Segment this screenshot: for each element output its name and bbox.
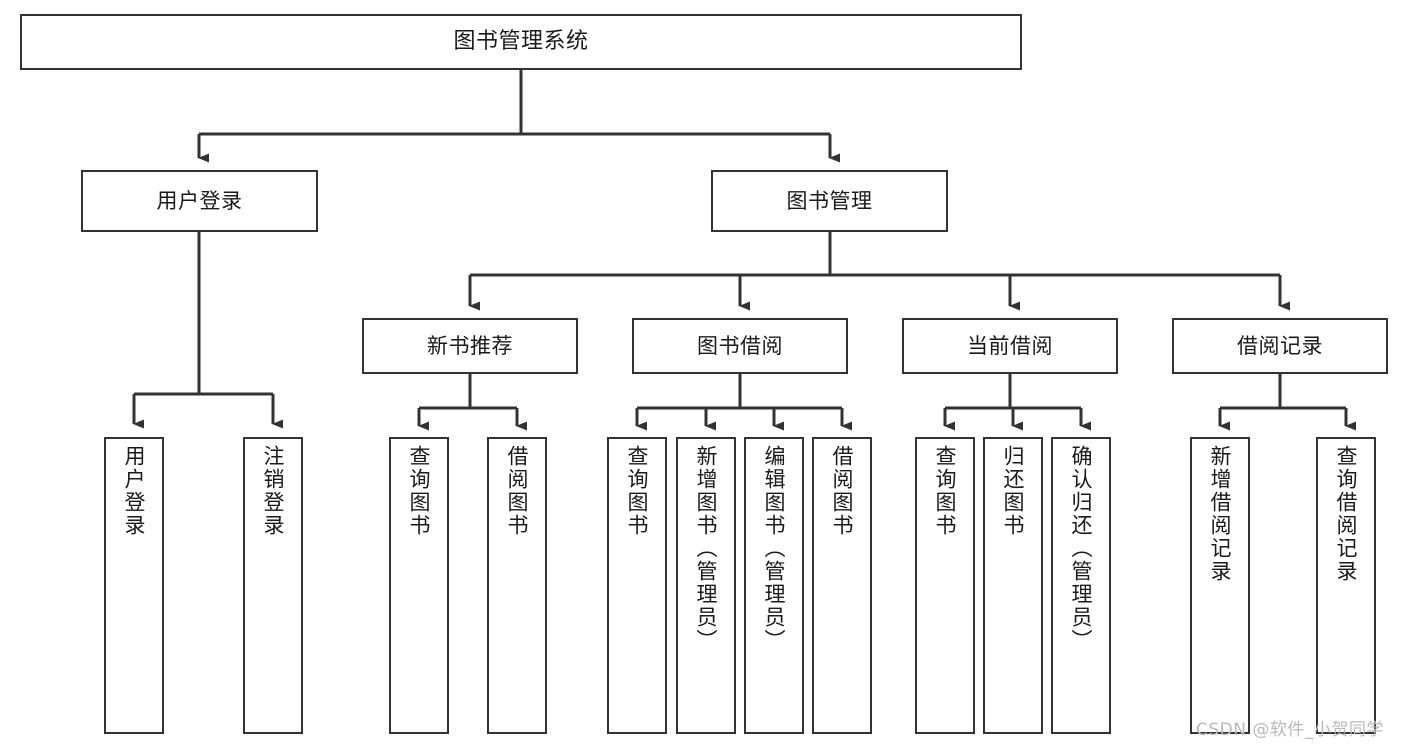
- node-leaf-add-book-admin[interactable]: 新增图书（管理员）: [676, 437, 736, 734]
- node-leaf-borrow-book-new[interactable]: 借阅图书: [487, 437, 547, 734]
- node-leaf-borrow-book-label: 借阅图书: [830, 445, 855, 537]
- node-book-manage[interactable]: 图书管理: [711, 170, 948, 232]
- node-leaf-return-book-label: 归还图书: [1001, 445, 1026, 537]
- node-book-manage-label: 图书管理: [786, 188, 873, 213]
- node-leaf-borrow-book[interactable]: 借阅图书: [812, 437, 872, 734]
- node-leaf-query-borrow-record[interactable]: 查询借阅记录: [1316, 437, 1376, 734]
- node-leaf-user-login-label: 用户登录: [122, 445, 147, 537]
- node-leaf-query-book-current[interactable]: 查询图书: [915, 437, 975, 734]
- node-leaf-add-borrow-record-label: 新增借阅记录: [1208, 445, 1233, 583]
- node-root-label: 图书管理系统: [453, 29, 589, 55]
- csdn-watermark: CSDN @软件_小贺同学: [1196, 720, 1384, 740]
- node-new-book-recommend-label: 新书推荐: [427, 333, 513, 358]
- node-leaf-confirm-return-admin[interactable]: 确认归还（管理员）: [1051, 437, 1111, 734]
- node-new-book-recommend[interactable]: 新书推荐: [362, 318, 578, 374]
- node-leaf-query-book-new-label: 查询图书: [407, 445, 432, 537]
- node-leaf-user-login[interactable]: 用户登录: [104, 437, 164, 734]
- node-leaf-query-book-borrow-label: 查询图书: [625, 445, 650, 537]
- node-borrow-record[interactable]: 借阅记录: [1172, 318, 1388, 374]
- node-leaf-add-book-admin-label: 新增图书（管理员）: [694, 445, 719, 652]
- node-current-borrow[interactable]: 当前借阅: [902, 318, 1118, 374]
- node-leaf-edit-book-admin[interactable]: 编辑图书（管理员）: [744, 437, 804, 734]
- node-leaf-edit-book-admin-label: 编辑图书（管理员）: [762, 445, 787, 652]
- node-leaf-confirm-return-admin-label: 确认归还（管理员）: [1069, 445, 1094, 652]
- node-leaf-user-logout-label: 注销登录: [261, 445, 286, 537]
- node-borrow-record-label: 借阅记录: [1237, 333, 1323, 358]
- node-leaf-add-borrow-record[interactable]: 新增借阅记录: [1190, 437, 1250, 734]
- node-current-borrow-label: 当前借阅: [967, 333, 1053, 358]
- node-leaf-query-book-borrow[interactable]: 查询图书: [607, 437, 667, 734]
- node-leaf-query-book-new[interactable]: 查询图书: [389, 437, 449, 734]
- node-book-borrow[interactable]: 图书借阅: [632, 318, 848, 374]
- node-leaf-return-book[interactable]: 归还图书: [983, 437, 1043, 734]
- node-book-borrow-label: 图书借阅: [697, 333, 783, 358]
- node-leaf-query-book-current-label: 查询图书: [933, 445, 958, 537]
- node-leaf-borrow-book-new-label: 借阅图书: [505, 445, 530, 537]
- node-user-login[interactable]: 用户登录: [81, 170, 318, 232]
- node-leaf-query-borrow-record-label: 查询借阅记录: [1334, 445, 1359, 583]
- node-root[interactable]: 图书管理系统: [20, 14, 1022, 70]
- node-user-login-label: 用户登录: [156, 188, 243, 213]
- node-leaf-user-logout[interactable]: 注销登录: [243, 437, 303, 734]
